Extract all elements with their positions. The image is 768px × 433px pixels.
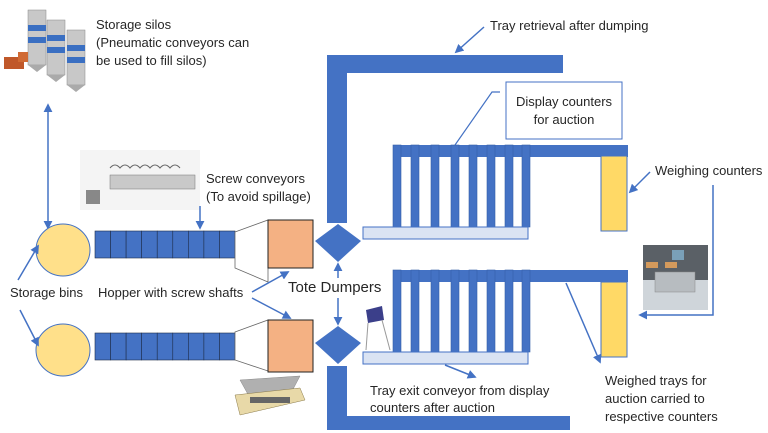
tray-retrieval-horizontal xyxy=(347,55,563,73)
conveyor-segment xyxy=(156,230,174,259)
tray-exit-label-1: Tray exit conveyor from display xyxy=(370,383,550,398)
weighing-return-arrow xyxy=(638,185,714,320)
exit-tray-bottom xyxy=(362,351,529,365)
weighed-trays-label-2: auction carried to xyxy=(605,391,705,406)
storage-bin-top xyxy=(35,223,91,277)
display-counter xyxy=(392,269,402,353)
bins-arrow-top xyxy=(17,244,39,281)
silo-icon xyxy=(4,9,86,92)
display-counter xyxy=(450,269,460,353)
display-counter xyxy=(468,144,478,228)
screw-conveyors-label-1: Screw conveyors xyxy=(206,171,305,186)
tray-exit-vertical xyxy=(327,366,347,430)
weighing-counter-bottom xyxy=(600,281,628,358)
screw-conveyors-label-2: (To avoid spillage) xyxy=(206,189,311,204)
conveyor-segment xyxy=(94,332,111,361)
weighed-trays-label-3: respective counters xyxy=(605,409,718,424)
screw-conveyor-top xyxy=(94,230,236,259)
weighing-counter-top xyxy=(600,155,628,232)
display-counter xyxy=(504,144,514,228)
conveyor-segment xyxy=(188,230,205,259)
conveyor-segment xyxy=(125,230,142,259)
conveyor-segment xyxy=(141,332,158,361)
tote-dumper-bottom xyxy=(315,326,361,364)
silos-label-1: Storage silos xyxy=(96,17,172,32)
display-counters-leader xyxy=(454,91,500,146)
conveyor-segment xyxy=(110,332,127,361)
display-counters-top xyxy=(392,144,628,228)
conveyor-segment xyxy=(125,332,142,361)
display-counter xyxy=(504,269,514,353)
hopper-top xyxy=(267,219,314,269)
screw-conveyor-bottom xyxy=(94,332,236,361)
screw-conveyor-image xyxy=(80,150,200,210)
display-counter xyxy=(430,269,440,353)
funnel-top xyxy=(234,219,269,283)
hopper-label: Hopper with screw shafts xyxy=(98,285,244,300)
conveyor-segment xyxy=(94,230,111,259)
display-counters-label-1: Display counters xyxy=(516,94,613,109)
weighed-trays-arrow xyxy=(565,282,602,364)
tray-retrieval-vertical xyxy=(327,55,347,223)
display-counters-label-2: for auction xyxy=(534,112,595,127)
display-counter xyxy=(486,144,496,228)
conveyor-segment xyxy=(203,332,220,361)
weighed-trays-label-1: Weighed trays for xyxy=(605,373,707,388)
display-counter xyxy=(410,269,420,353)
display-counter xyxy=(430,144,440,228)
display-counter xyxy=(468,269,478,353)
hopper-arrow-top xyxy=(251,271,290,293)
tote-dumpers-label: Tote Dumpers xyxy=(288,279,381,296)
weighing-machine-image xyxy=(643,245,708,310)
display-counter xyxy=(410,144,420,228)
silos-label-2: (Pneumatic conveyors can xyxy=(96,35,249,50)
display-counters-callout xyxy=(505,81,623,140)
storage-bins-label: Storage bins xyxy=(10,285,83,300)
weighing-arrow xyxy=(628,171,651,194)
bins-arrow-bottom xyxy=(19,309,39,347)
display-counter xyxy=(521,269,531,353)
display-counter xyxy=(392,144,402,228)
conveyor-segment xyxy=(219,230,236,259)
hopper-image xyxy=(234,375,306,416)
display-counter xyxy=(521,144,531,228)
conveyor-segment xyxy=(110,230,127,259)
conveyor-segment xyxy=(172,332,189,361)
weighing-counters-label: Weighing counters xyxy=(655,163,763,178)
display-counters-bottom xyxy=(392,269,628,353)
tray-exit-label-2: counters after auction xyxy=(370,400,495,415)
silos-image xyxy=(4,9,86,92)
hopper-bottom xyxy=(267,319,314,373)
silos-label-3: be used to fill silos) xyxy=(96,53,207,68)
conveyor-segment xyxy=(156,332,174,361)
display-counter xyxy=(450,144,460,228)
tote-dumper-top xyxy=(315,224,361,262)
conveyor-segment xyxy=(188,332,205,361)
tray-retrieval-arrow xyxy=(454,26,485,54)
tote-dumper-image xyxy=(365,306,391,351)
conveyor-segment xyxy=(203,230,220,259)
tray-exit-horizontal xyxy=(347,416,570,430)
conveyor-segment xyxy=(172,230,189,259)
hopper-arrow-bottom xyxy=(251,297,292,319)
exit-tray-top xyxy=(362,226,529,240)
conveyor-segment xyxy=(219,332,236,361)
tray-exit-arrow xyxy=(444,364,477,379)
storage-bin-bottom xyxy=(35,323,91,377)
funnel-bottom xyxy=(234,319,269,372)
conveyor-segment xyxy=(141,230,158,259)
display-counter xyxy=(486,269,496,353)
tray-retrieval-label: Tray retrieval after dumping xyxy=(490,18,648,33)
